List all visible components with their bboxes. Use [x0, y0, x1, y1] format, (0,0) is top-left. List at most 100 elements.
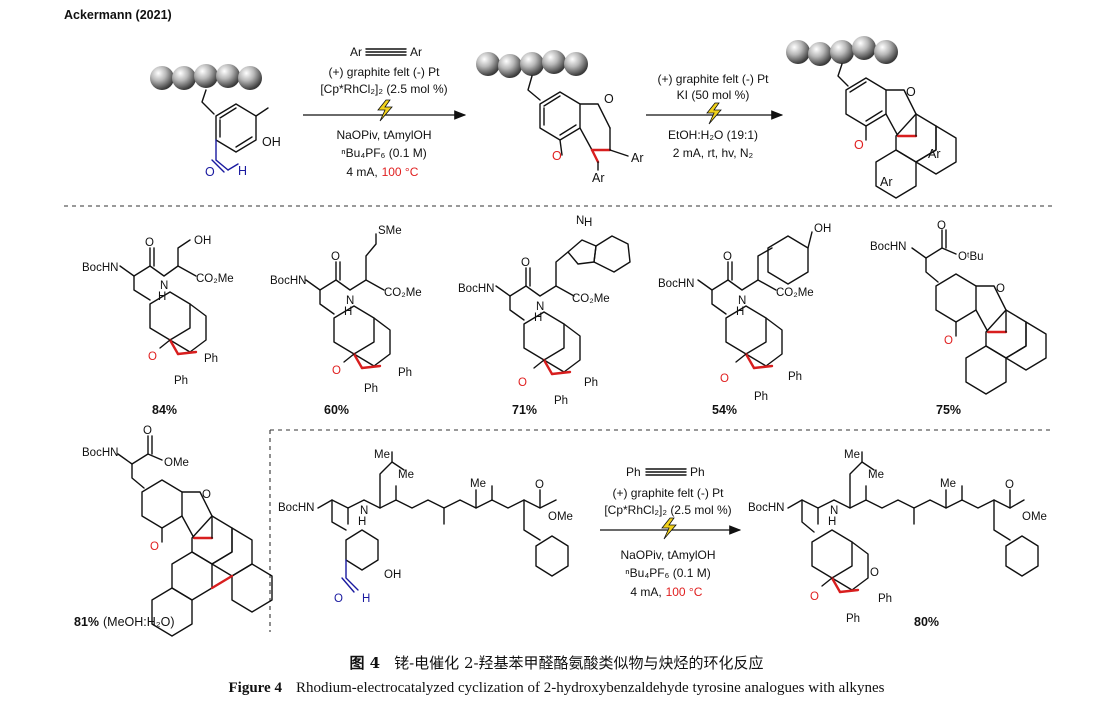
caption-english: Figure 4 Rhodium-electrocatalyzed cycliza… [0, 680, 1113, 697]
p1-carbonyl-o: O [148, 351, 157, 363]
prod-ring-o: O [870, 567, 879, 579]
p4-carbonyl-o: O [720, 373, 729, 385]
p3-h: H [534, 312, 542, 324]
alkyne-ph-left: Ph [626, 465, 641, 479]
additive-2: KI (50 mol %) [677, 88, 750, 102]
p2-amide-o: O [331, 251, 340, 263]
chromone-ring-o: O [604, 92, 614, 106]
product-6-structure [117, 435, 273, 637]
prod-bochn: BocHN [748, 502, 784, 514]
p4-h: H [736, 306, 744, 318]
p5-bochn: BocHN [870, 241, 906, 253]
p1-yield: 84% [152, 403, 177, 417]
p1-nh: N [160, 280, 168, 292]
p2-ph2: Ph [364, 383, 378, 395]
resin-bead-substrate [150, 64, 262, 90]
p2-bochn: BocHN [270, 275, 306, 287]
caption-en-number: Figure 4 [228, 680, 282, 696]
p3-ph1: Ph [584, 377, 598, 389]
chromone-ar-2: Ar [592, 171, 605, 185]
p6-ring-o: O [202, 489, 211, 501]
pep-bochn: BocHN [278, 502, 314, 514]
p1-amide-o: O [145, 237, 154, 249]
prod-ph-2: Ph [846, 613, 860, 625]
p4-ph2: Ph [754, 391, 768, 403]
substrate-aldehyde-structure [201, 89, 269, 173]
p2-h: H [344, 306, 352, 318]
p3-yield: 71% [512, 403, 537, 417]
p3-ph2: Ph [554, 395, 568, 407]
prod-carbonyl-o: O [810, 591, 819, 603]
pep-oh: OH [384, 569, 401, 581]
p6-solvent-note: (MeOH:H₂O) [103, 615, 175, 629]
p1-oh: OH [194, 235, 211, 247]
p3-indole-h: H [584, 217, 592, 229]
pep-me-1: Me [374, 449, 390, 461]
p5-ring-o: O [996, 283, 1005, 295]
product-2-structure [305, 233, 391, 370]
p1-bochn: BocHN [82, 262, 118, 274]
pep-ester-o: O [535, 479, 544, 491]
peptide-substrate-structure [317, 451, 569, 593]
p1-ph1: Ph [204, 353, 218, 365]
fused-ar-2: Ar [880, 175, 893, 189]
p2-n: N [346, 295, 354, 307]
p4-bochn: BocHN [658, 278, 694, 290]
electrolyte-3: ⁿBu₄PF₆ (0.1 M) [625, 566, 710, 580]
electrolyte-1: ⁿBu₄PF₆ (0.1 M) [341, 146, 426, 160]
current-3: 4 mA, [630, 585, 661, 599]
p6-carbonyl-o: O [150, 541, 159, 553]
prod-me-3: Me [940, 478, 956, 490]
prod-ester-o: O [1005, 479, 1014, 491]
conditions-2: 2 mA, rt, hv, N₂ [673, 146, 754, 160]
p4-ph1: Ph [788, 371, 802, 383]
prod-ome: OMe [1022, 511, 1047, 523]
p2-yield: 60% [324, 403, 349, 417]
prod-n: N [830, 505, 838, 517]
aldehyde-h-label: H [238, 164, 247, 178]
prod-yield: 80% [914, 615, 939, 629]
p3-co2me: CO₂Me [572, 293, 610, 305]
resin-bead-chromone [476, 50, 588, 78]
p2-carbonyl-o: O [332, 365, 341, 377]
lightning-icon-3 [661, 517, 677, 540]
lightning-icon [377, 99, 393, 122]
p3-n: N [536, 301, 544, 313]
product-5-structure [911, 229, 1047, 395]
alkyne-triple-bond-2 [645, 468, 687, 476]
aldehyde-o-label: O [205, 165, 215, 179]
electrodes-1: (+) graphite felt (-) Pt [328, 65, 440, 79]
pep-me-2: Me [398, 469, 414, 481]
fused-ring-o: O [906, 85, 916, 99]
p5-otbu: OᵗBu [958, 251, 984, 263]
peptide-product-structure [787, 451, 1039, 594]
chromone-intermediate-structure [527, 75, 629, 171]
catalyst-1: [Cp*RhCl₂]₂ (2.5 mol %) [320, 82, 447, 96]
p4-n: N [738, 295, 746, 307]
p6-yield: 81% [74, 615, 99, 629]
alkyne-triple-bond [365, 48, 407, 56]
fused-carbonyl-o: O [854, 138, 864, 152]
p3-indole-n: N [576, 215, 584, 227]
p4-co2me: CO₂Me [776, 287, 814, 299]
p3-amide-o: O [521, 257, 530, 269]
alkyne-ph-right: Ph [690, 465, 705, 479]
product-1-structure [119, 239, 207, 356]
p2-co2me: CO₂Me [384, 287, 422, 299]
pep-h: H [358, 516, 366, 528]
p6-ome: OMe [164, 457, 189, 469]
caption-en-text: Rhodium-electrocatalyzed cyclization of … [295, 680, 885, 696]
fused-product-structure [837, 63, 957, 199]
prod-me-2: Me [868, 469, 884, 481]
p5-ester-o: O [937, 220, 946, 232]
current-1: 4 mA, [346, 165, 377, 179]
prod-ph-1: Ph [878, 593, 892, 605]
temperature-3: 100 °C [666, 585, 703, 599]
product-4-structure [697, 231, 813, 370]
hydroxyl-label: OH [262, 135, 281, 149]
pep-ome: OMe [548, 511, 573, 523]
p5-carbonyl-o: O [944, 335, 953, 347]
p6-bochn: BocHN [82, 447, 118, 459]
p5-yield: 75% [936, 403, 961, 417]
